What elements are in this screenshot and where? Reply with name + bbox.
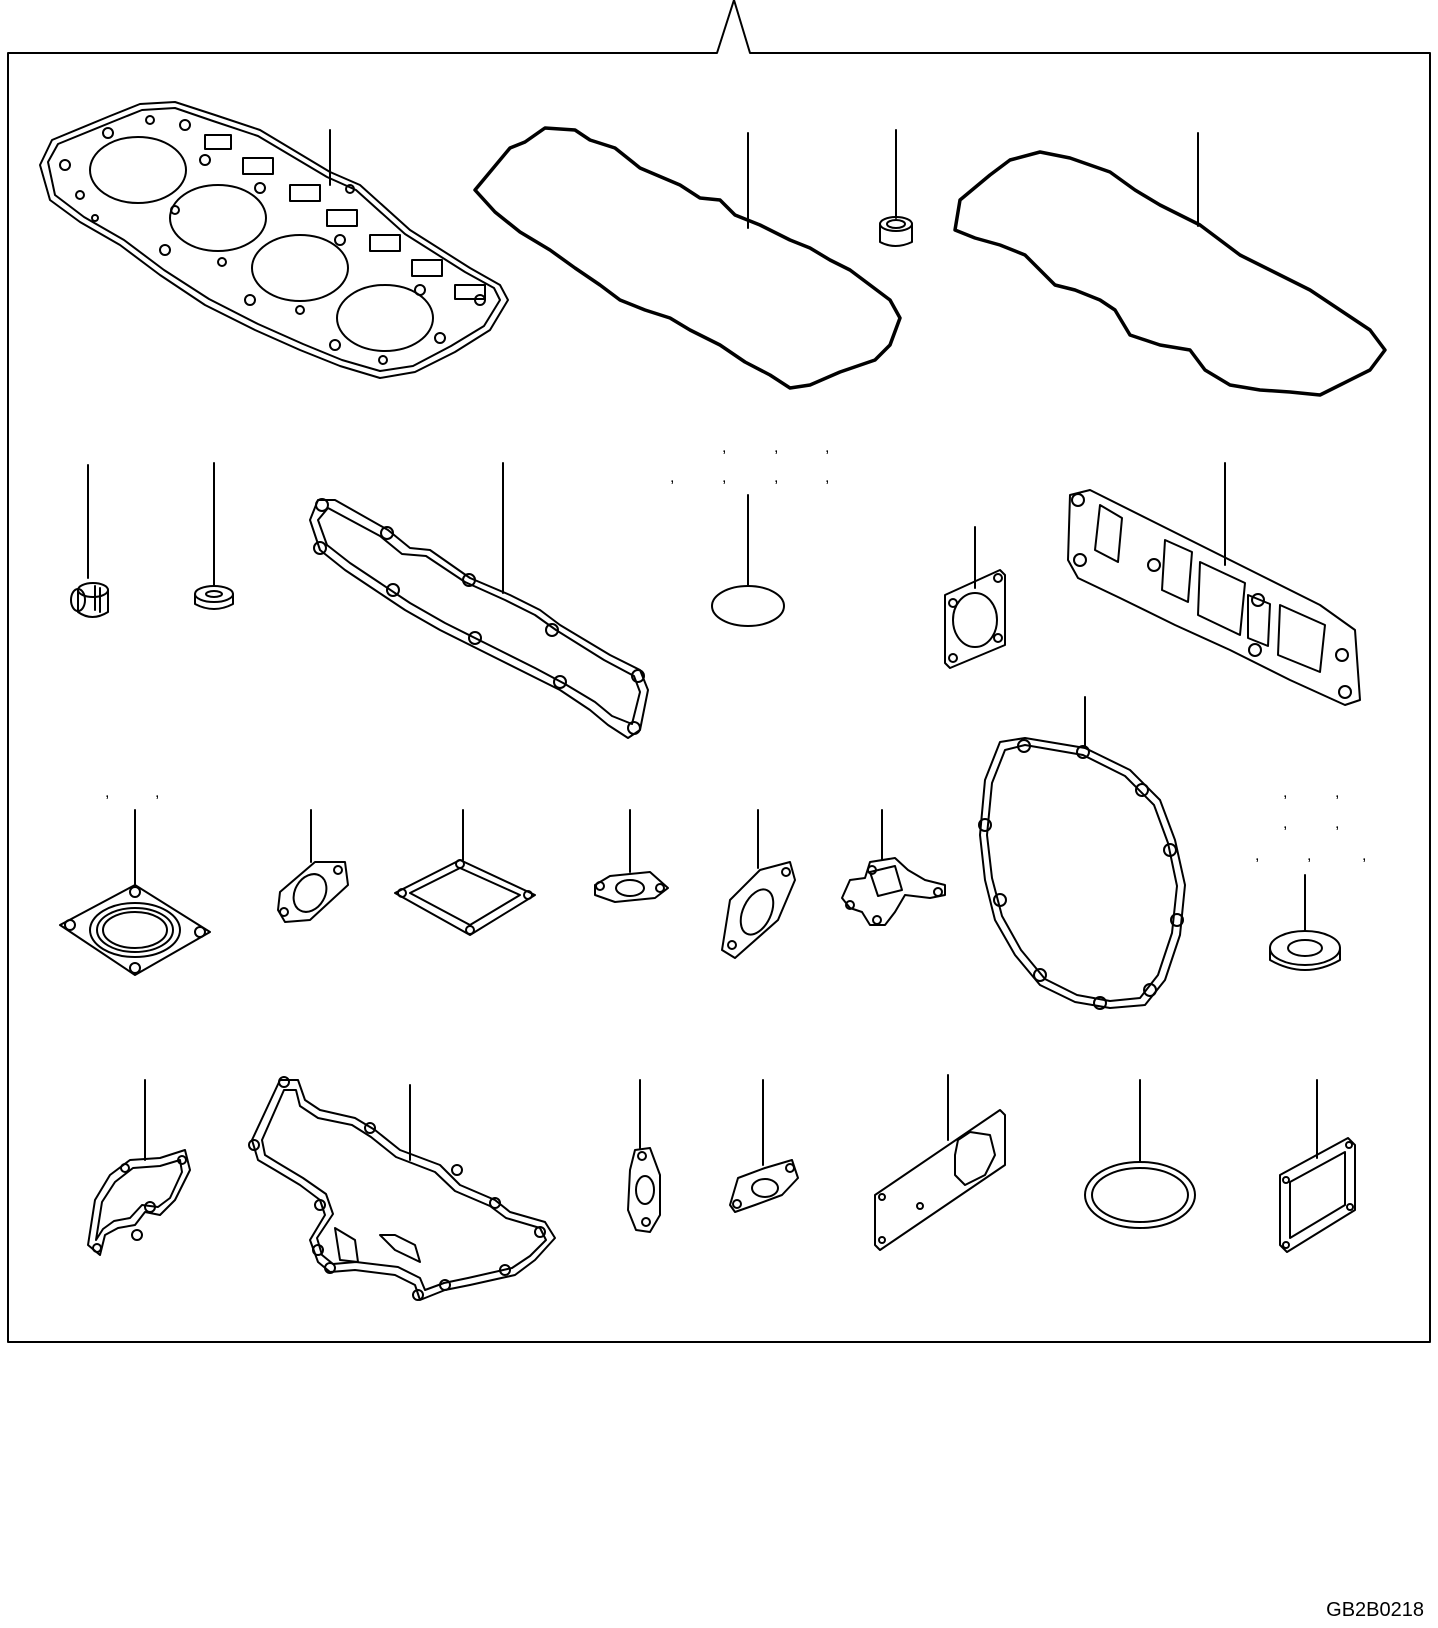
cylinder-head-gasket — [39, 101, 509, 379]
svg-text:,: , — [825, 439, 829, 456]
svg-text:,: , — [1255, 847, 1259, 864]
exhaust-manifold-gasket — [1067, 489, 1361, 706]
small-vertical-gasket — [627, 1147, 661, 1233]
seal-cap — [879, 216, 913, 247]
elongated-flange-gasket — [721, 861, 796, 959]
water-pump-gasket — [87, 1149, 191, 1256]
rectangular-cover-gasket — [394, 859, 536, 936]
svg-text:,: , — [1307, 847, 1311, 864]
svg-text:,: , — [1335, 784, 1339, 801]
head-cover-gasket-a — [473, 126, 902, 390]
intake-manifold-gasket — [309, 498, 649, 739]
flywheel-housing-gasket — [978, 737, 1186, 1010]
svg-text:,: , — [774, 439, 778, 456]
svg-text:,: , — [1283, 815, 1287, 832]
svg-text:,: , — [722, 469, 726, 486]
o-ring — [711, 585, 785, 627]
diagram-frame — [7, 0, 1431, 1343]
head-cover-gasket-b — [953, 150, 1387, 397]
plug-seal — [70, 582, 109, 618]
small-pipe-gasket — [594, 871, 669, 903]
svg-text:,: , — [670, 469, 674, 486]
callout-ticks-oilseal: ,, ,, ,,, — [1255, 784, 1366, 864]
square-flange-gasket — [944, 569, 1006, 669]
turbo-flange-gasket — [59, 884, 211, 976]
svg-text:,: , — [722, 439, 726, 456]
callout-ticks-turbo: ,, — [105, 784, 159, 801]
oval-flange-gasket — [277, 861, 349, 923]
svg-text:,: , — [155, 784, 159, 801]
svg-text:,: , — [1335, 815, 1339, 832]
plate-gasket — [874, 1109, 1006, 1251]
svg-text:,: , — [774, 469, 778, 486]
oil-pan-gasket — [248, 1076, 556, 1301]
small-flange-gasket — [729, 1159, 799, 1213]
seal-washer — [194, 585, 234, 610]
figure-code: GB2B0218 — [1326, 1599, 1424, 1621]
callout-ticks-oring: ,,, ,,,, — [670, 439, 829, 486]
svg-text:,: , — [1283, 784, 1287, 801]
large-o-ring — [1084, 1161, 1196, 1229]
svg-text:,: , — [825, 469, 829, 486]
svg-text:,: , — [105, 784, 109, 801]
egr-gasket — [841, 857, 946, 926]
svg-text:,: , — [1362, 847, 1366, 864]
oil-seal — [1269, 930, 1341, 971]
square-cover-gasket — [1279, 1137, 1356, 1253]
